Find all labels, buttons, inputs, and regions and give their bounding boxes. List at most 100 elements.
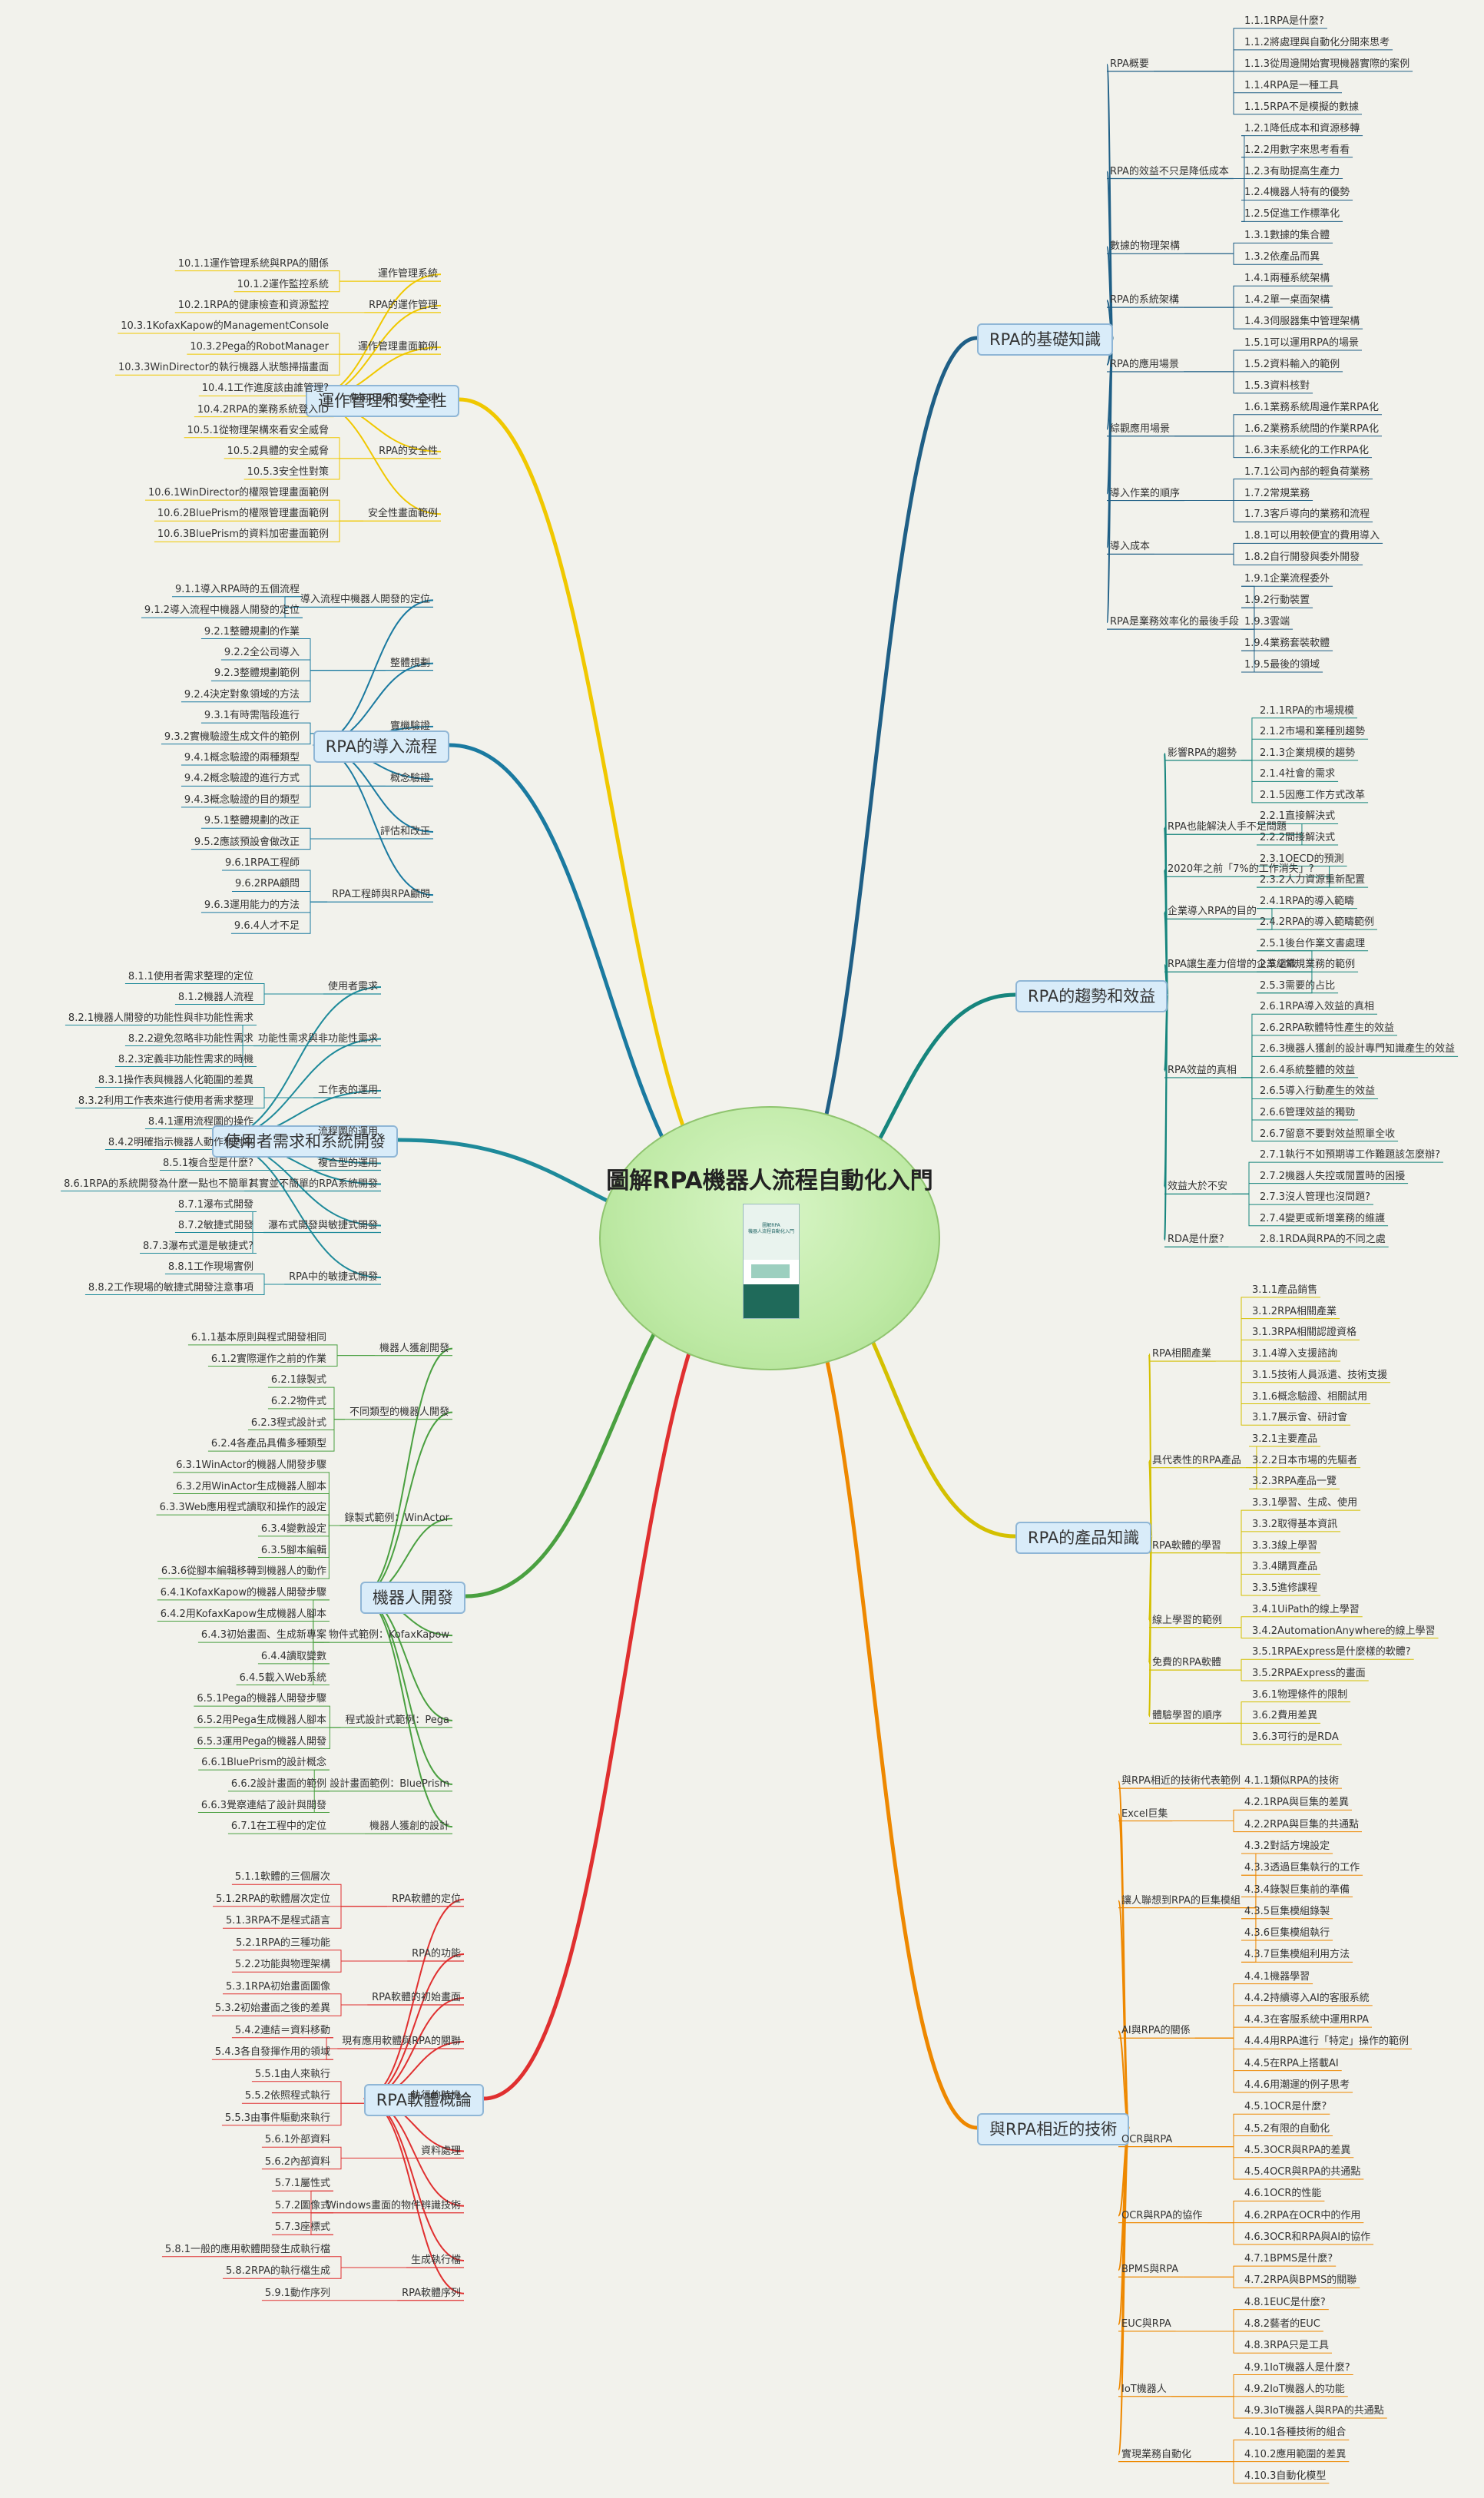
leaf-topic[interactable]: 5.7.3座標式 [274,2221,330,2234]
leaf-topic[interactable]: 10.1.2運作監控系統 [237,278,329,290]
subtopic[interactable]: RPA的運作管理 [369,299,438,311]
subtopic[interactable]: RPA軟體的定位 [392,1893,461,1905]
leaf-topic[interactable]: 4.3.2對話方塊設定 [1244,1840,1330,1852]
subtopic[interactable]: RDA是什麼? [1168,1234,1224,1246]
leaf-topic[interactable]: 6.5.1Pega的機器人開發步驟 [197,1693,326,1705]
leaf-topic[interactable]: 4.2.1RPA與巨集的差異 [1244,1797,1350,1809]
leaf-topic[interactable]: 4.4.5在RPA上搭載AI [1244,2057,1339,2069]
leaf-topic[interactable]: 1.1.1RPA是什麼? [1244,15,1324,27]
leaf-topic[interactable]: 2.6.3機器人獲創的設計專門知識產生的效益 [1260,1043,1456,1055]
leaf-topic[interactable]: 9.2.1整體規劃的作業 [204,625,300,638]
subtopic[interactable]: 導入流程中機器人開發的定位 [300,594,430,606]
subtopic[interactable]: 線上學習的範例 [1152,1614,1223,1626]
subtopic[interactable]: 數據的物理架構 [1110,240,1181,253]
leaf-topic[interactable]: 2.4.1RPA的導入範疇 [1260,895,1355,907]
leaf-topic[interactable]: 4.7.2RPA與BPMS的關聯 [1244,2274,1357,2287]
leaf-topic[interactable]: 4.4.4用RPA進行「特定」操作的範例 [1244,2036,1409,2048]
subtopic[interactable]: 運作管理系統 [377,268,438,280]
leaf-topic[interactable]: 1.4.2單一桌面架構 [1244,294,1330,306]
subtopic[interactable]: AI與RPA的關係 [1121,2025,1191,2037]
leaf-topic[interactable]: 1.3.2依產品而異 [1244,251,1320,263]
leaf-topic[interactable]: 5.1.2RPA的軟體層次定位 [215,1893,330,1905]
leaf-topic[interactable]: 5.5.2依照程式執行 [244,2090,330,2102]
leaf-topic[interactable]: 10.1.1運作管理系統與RPA的關係 [177,257,329,270]
leaf-topic[interactable]: 9.6.3運用能力的方法 [204,899,300,911]
central-topic[interactable]: 圖解RPA機器人流程自動化入門 圖解RPA 機器人流程自動化入門 [599,1106,940,1370]
leaf-topic[interactable]: 9.2.2全公司導入 [224,646,300,658]
leaf-topic[interactable]: 9.3.1有時需階段進行 [204,710,300,722]
leaf-topic[interactable]: 10.5.2具體的安全威脅 [227,445,329,457]
leaf-topic[interactable]: 4.10.1各種技術的組合 [1244,2427,1347,2439]
leaf-topic[interactable]: 2.7.1執行不如預期導工作難題該怎麼辦? [1260,1149,1440,1161]
subtopic[interactable]: 資料處理 [420,2145,461,2157]
subtopic[interactable]: RPA軟體的學習 [1152,1539,1221,1552]
leaf-topic[interactable]: 6.2.4各產品具備多種類型 [210,1438,326,1450]
subtopic[interactable]: 效益大於不安 [1168,1181,1228,1193]
leaf-topic[interactable]: 10.3.2Pega的RobotManager [190,341,329,353]
leaf-topic[interactable]: 9.3.2實機驗證生成文件的範例 [164,731,300,743]
subtopic[interactable]: RPA工程師與RPA顧問 [332,889,430,901]
leaf-topic[interactable]: 2.6.4系統整體的效益 [1260,1064,1356,1076]
leaf-topic[interactable]: 5.2.1RPA的三種功能 [235,1936,330,1949]
main-topic[interactable]: RPA的基礎知識 [977,323,1114,356]
leaf-topic[interactable]: 6.2.1錄製式 [270,1374,326,1386]
subtopic[interactable]: RPA效益的真相 [1168,1064,1237,1076]
subtopic[interactable]: 安全性畫面範例 [367,508,438,520]
subtopic[interactable]: 機器人獲創開發 [379,1342,449,1354]
leaf-topic[interactable]: 5.1.1軟體的三個層次 [234,1871,330,1883]
leaf-topic[interactable]: 3.1.1產品銷售 [1252,1284,1318,1296]
leaf-topic[interactable]: 4.2.2RPA與巨集的共通點 [1244,1818,1360,1830]
subtopic[interactable]: 使用RPA的運作管理 [349,393,438,405]
leaf-topic[interactable]: 8.1.1使用者需求整理的定位 [128,970,253,982]
leaf-topic[interactable]: 6.1.2實際運作之前的作業 [210,1353,326,1365]
subtopic[interactable]: 複合型的運用 [317,1157,378,1169]
leaf-topic[interactable]: 2.6.1RPA導入效益的真相 [1260,1001,1375,1013]
subtopic[interactable]: RPA的效益不只是降低成本 [1110,165,1229,177]
leaf-topic[interactable]: 3.1.6概念驗證、相關試用 [1252,1390,1368,1403]
leaf-topic[interactable]: 8.7.2敏捷式開發 [177,1219,253,1231]
subtopic[interactable]: BPMS與RPA [1121,2264,1179,2276]
subtopic[interactable]: RPA中的敏捷式開發 [289,1271,378,1283]
leaf-topic[interactable]: 1.2.4機器人特有的優勢 [1244,187,1350,199]
leaf-topic[interactable]: 1.3.1數據的集合體 [1244,230,1330,242]
leaf-topic[interactable]: 10.4.2RPA的業務系統登入ID [197,403,329,416]
leaf-topic[interactable]: 10.6.1WinDirector的權限管理畫面範例 [148,487,329,499]
leaf-topic[interactable]: 3.3.1學習、生成、使用 [1252,1497,1358,1509]
leaf-topic[interactable]: 6.6.2設計畫面的範例 [230,1777,326,1790]
leaf-topic[interactable]: 3.1.7展示會、研討會 [1252,1412,1348,1424]
leaf-topic[interactable]: 4.5.1OCR是什麼? [1244,2101,1327,2113]
leaf-topic[interactable]: 8.2.1機器人開發的功能性與非功能性需求 [68,1012,253,1024]
leaf-topic[interactable]: 10.6.3BluePrism的資料加密畫面範例 [157,528,329,541]
leaf-topic[interactable]: 1.8.1可以用較便宜的費用導入 [1244,530,1380,542]
leaf-topic[interactable]: 4.8.2藝者的EUC [1244,2317,1320,2330]
subtopic[interactable]: 整體規劃 [389,657,430,669]
subtopic[interactable]: 免費的RPA軟體 [1152,1657,1221,1669]
leaf-topic[interactable]: 2.6.7留意不要對效益照單全收 [1260,1128,1396,1140]
leaf-topic[interactable]: 1.6.1業務系統周邊作業RPA化 [1244,401,1380,413]
leaf-topic[interactable]: 6.1.1基本原則與程式開發相同 [190,1331,326,1343]
leaf-topic[interactable]: 3.2.2日本市場的先驅者 [1252,1454,1358,1466]
leaf-topic[interactable]: 10.5.1從物理架構來看安全威脅 [187,424,329,436]
leaf-topic[interactable]: 1.4.3伺服器集中管理架構 [1244,316,1360,328]
leaf-topic[interactable]: 2.3.1OECD的預測 [1260,853,1344,865]
subtopic[interactable]: 評估和改正 [379,825,430,837]
subtopic[interactable]: 2020年之前「7%的工作消失」? [1168,863,1314,876]
subtopic[interactable]: 與RPA相近的技術代表範例 [1121,1775,1241,1787]
leaf-topic[interactable]: 2.1.4社會的需求 [1260,768,1336,780]
subtopic[interactable]: 綜觀應用場景 [1110,422,1171,435]
leaf-topic[interactable]: 6.3.6從腳本編輯移轉到機器人的動作 [161,1565,326,1578]
leaf-topic[interactable]: 4.10.2應用範圍的差異 [1244,2448,1347,2460]
leaf-topic[interactable]: 5.7.2圖像式 [274,2199,330,2211]
leaf-topic[interactable]: 2.7.3沒人管理也沒問題? [1260,1191,1370,1204]
subtopic[interactable]: RPA也能解決人手不足問題 [1168,821,1287,833]
main-topic[interactable]: RPA的導入流程 [313,731,449,763]
leaf-topic[interactable]: 4.1.1類似RPA的技術 [1244,1775,1340,1787]
leaf-topic[interactable]: 9.4.3概念驗證的目的類型 [184,793,300,806]
leaf-topic[interactable]: 4.9.3IoT機器人與RPA的共通點 [1244,2405,1384,2417]
leaf-topic[interactable]: 5.1.3RPA不是程式語言 [225,1915,330,1927]
subtopic[interactable]: 工作表的運用 [317,1085,378,1096]
leaf-topic[interactable]: 2.2.1直接解決式 [1260,810,1336,823]
leaf-topic[interactable]: 8.7.1瀑布式開發 [177,1198,253,1211]
main-topic[interactable]: 與RPA相近的技術 [977,2113,1130,2145]
leaf-topic[interactable]: 4.10.3自動化模型 [1244,2470,1327,2482]
